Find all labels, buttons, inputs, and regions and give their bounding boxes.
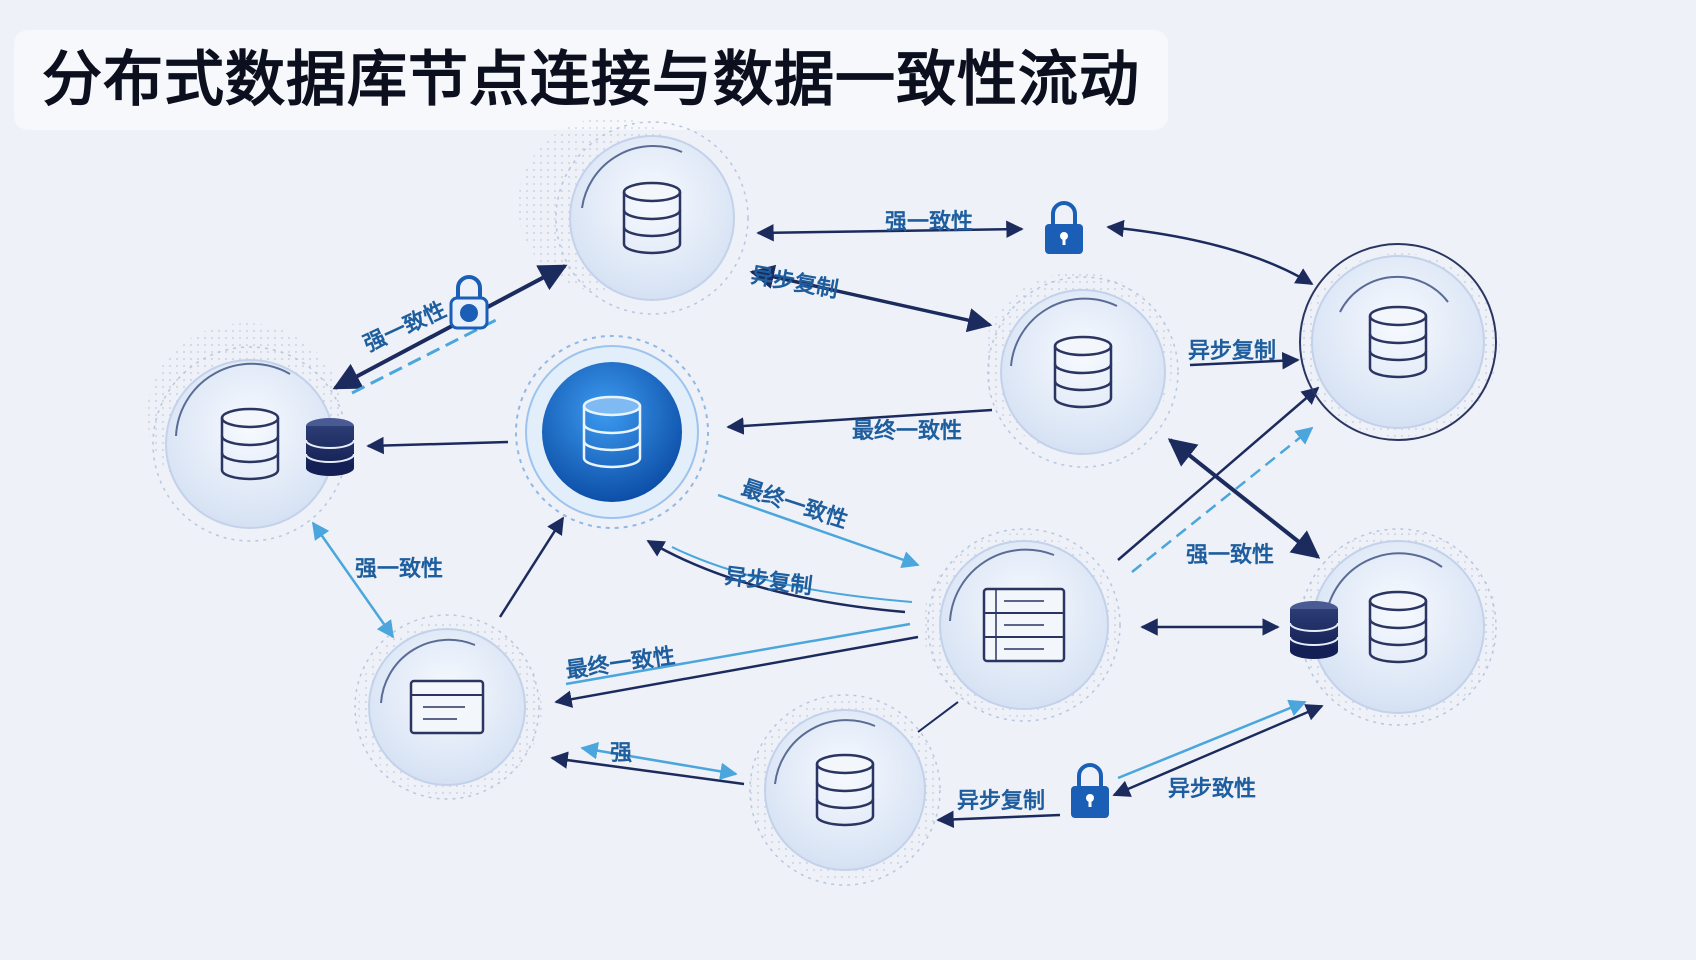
label-async-top: 异步复制 [749, 262, 840, 303]
edge-rightmid-center [726, 408, 993, 435]
padlock-icon [449, 275, 489, 330]
label-async-bottom: 异步复制 [957, 788, 1045, 814]
edge-bottomcenter-centerright [917, 701, 959, 733]
edge-left-bottomleft [311, 521, 395, 639]
database-stack-icon [582, 395, 642, 469]
page-title: 分布式数据库节点连接与数据一致性流动 [42, 45, 1140, 115]
database-stack-icon [622, 181, 682, 255]
edge-center-left [366, 436, 509, 455]
title-banner: 分布式数据库节点连接与数据一致性流动 [14, 30, 1168, 130]
padlock-icon [1045, 201, 1083, 254]
edge-left-top [332, 264, 568, 390]
node-center-right [927, 528, 1121, 722]
edge-lock-bottomright-sky [1117, 699, 1307, 780]
node-top [555, 121, 749, 315]
edge-rightmid-bottomright [1167, 438, 1321, 559]
database-stack-icon [220, 407, 280, 481]
node-bottom-left [354, 614, 540, 800]
label-strong-right: 强一致性 [1186, 542, 1274, 568]
locks [449, 201, 1109, 818]
edges [311, 219, 1324, 829]
label-eventual-mid: 最终一致性 [852, 418, 962, 444]
edge-top-rightmid [749, 264, 993, 333]
label-strong-left: 强一致性 [360, 297, 451, 358]
edge-lock-topright [1106, 219, 1314, 286]
padlock-icon [1071, 763, 1109, 818]
node-hub [515, 335, 709, 529]
edge-left-top-dashed [351, 316, 501, 395]
nodes [152, 121, 1497, 886]
edge-bottomcenter-bottomleft-sky [580, 741, 738, 781]
label-eventual-center: 最终一致性 [738, 475, 851, 534]
label-async-consistency: 异步致性 [1168, 776, 1256, 802]
node-top-right [1299, 243, 1497, 441]
label-eventual-bottom: 最终一致性 [564, 643, 677, 684]
edge-center-centerright-sky [671, 546, 913, 603]
server-rack-icon [982, 587, 1066, 663]
label-strong-short: 强 [610, 741, 632, 766]
label-async-center: 异步复制 [723, 563, 814, 600]
server-rack-icon [409, 679, 485, 735]
edge-centerright-center [646, 539, 906, 614]
edge-bottomleft-centerright-sky [565, 622, 911, 686]
node-left [152, 346, 355, 542]
database-stack-icon [1368, 305, 1428, 379]
database-dark-icon [1289, 601, 1339, 659]
database-stack-icon [815, 753, 875, 827]
node-bottom-center [749, 694, 941, 886]
database-stack-icon [1053, 335, 1113, 409]
edge-lock-bottomcenter [936, 810, 1061, 829]
edge-lock-bottomright [1112, 704, 1324, 797]
node-bottom-right [1289, 528, 1497, 726]
label-strong-leftdown: 强一致性 [355, 556, 443, 582]
label-async-right: 异步复制 [1188, 338, 1276, 364]
edge-center-centerright [717, 493, 920, 569]
node-right-mid [987, 276, 1179, 468]
database-dark-icon [305, 418, 355, 476]
edge-rightmid-topright [1189, 351, 1300, 370]
edge-bottomleft-center [498, 516, 565, 618]
edge-centerright-bottomleft [554, 635, 919, 708]
label-strong-top: 强一致性 [885, 209, 973, 235]
edge-top-lock [756, 220, 1024, 242]
database-stack-icon [1368, 590, 1428, 664]
